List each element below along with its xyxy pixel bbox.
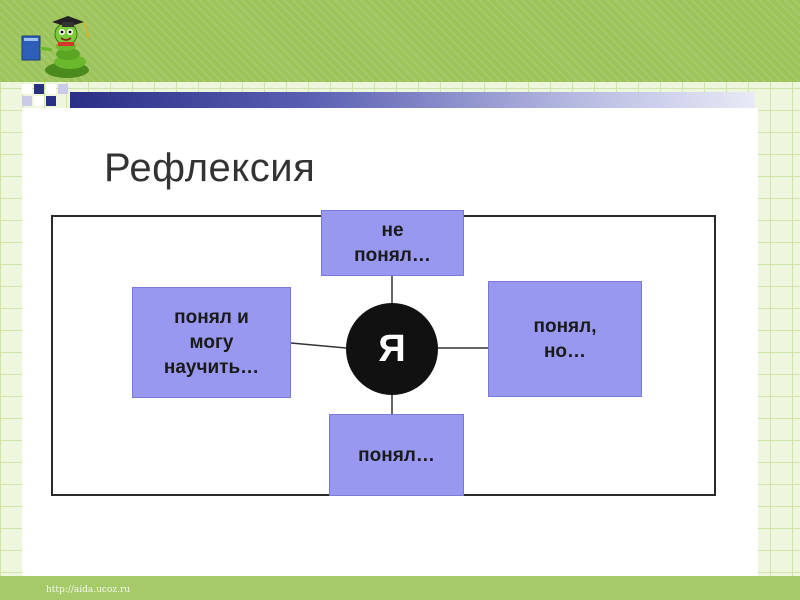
header-gradient-stripe	[70, 92, 755, 108]
center-node-self: Я	[346, 303, 438, 395]
node-not-understood: не понял…	[321, 210, 464, 276]
node-understood-but: понял, но…	[488, 281, 642, 397]
book-icon	[22, 36, 52, 60]
node-understood-can-teach: понял и могу научить…	[132, 287, 291, 398]
node-understood: понял…	[329, 414, 464, 496]
footer-url[interactable]: http://aida.ucoz.ru	[46, 585, 130, 595]
top-band	[0, 0, 800, 82]
bookworm-mascot-icon	[12, 8, 102, 80]
page-title: Рефлексия	[104, 146, 315, 191]
